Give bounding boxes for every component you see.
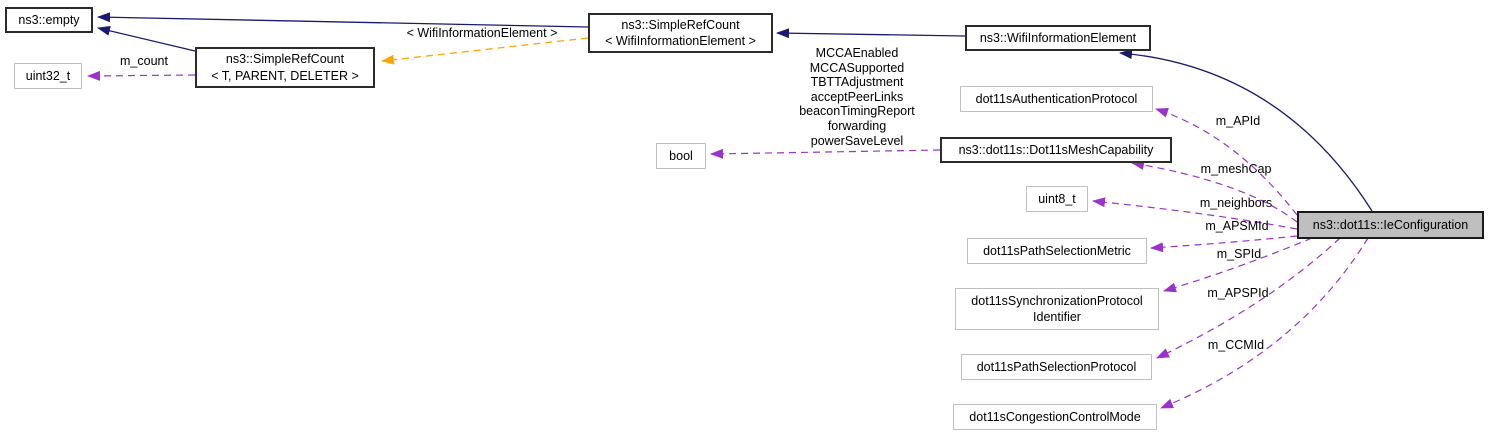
node-dot11s-path-selection-protocol: dot11sPathSelectionProtocol (961, 354, 1152, 380)
edge-simplerefcount-template-to-empty (97, 25, 196, 52)
node-simplerefcount-template[interactable]: ns3::SimpleRefCount < T, PARENT, DELETER… (195, 47, 375, 88)
node-dot11s-path-selection-metric: dot11sPathSelectionMetric (967, 238, 1147, 264)
edge-label-m-ccmid: m_CCMId (1207, 338, 1265, 352)
node-uint8-t: uint8_t (1026, 186, 1088, 212)
node-bool: bool (656, 143, 706, 169)
node-dot11s-mesh-capability[interactable]: ns3::dot11s::Dot11sMeshCapability (940, 137, 1172, 163)
edge-m-ccmid (1160, 237, 1369, 409)
edge-label-m-count: m_count (120, 54, 168, 68)
node-ie-configuration: ns3::dot11s::IeConfiguration (1297, 211, 1484, 239)
edge-m-apid (1155, 108, 1298, 216)
node-dot11s-congestion-control-mode: dot11sCongestionControlMode (953, 404, 1157, 430)
edge-simplerefcount-wie-to-empty (97, 12, 589, 28)
edge-label-m-apid: m_APId (1215, 114, 1261, 128)
edge-wifiinformationelement-to-simplerefcount-wie (776, 28, 966, 39)
node-uint32-t: uint32_t (14, 63, 82, 89)
node-ns3-empty[interactable]: ns3::empty (5, 7, 93, 33)
node-dot11s-authentication-protocol: dot11sAuthenticationProtocol (960, 86, 1153, 112)
edge-label-mesh-capability-members: MCCAEnabled MCCASupported TBTTAdjustment… (799, 46, 915, 148)
edge-ieconfiguration-to-wifiinformationelement (1119, 49, 1373, 212)
edge-m-meshcap (1131, 160, 1298, 223)
edge-m-spid (1163, 237, 1313, 293)
edge-m-apsmid (1150, 235, 1298, 253)
node-dot11s-synchronization-protocol-identifier: dot11sSynchronizationProtocol Identifier (955, 288, 1159, 330)
edge-label-m-neighbors: m_neighbors (1199, 196, 1273, 210)
edge-label-m-spid: m_SPId (1216, 247, 1262, 261)
edge-meshcapability-to-bool (710, 148, 941, 159)
node-ns3-wifiinformationelement[interactable]: ns3::WifiInformationElement (965, 25, 1151, 51)
node-simplerefcount-wifiinformationelement[interactable]: ns3::SimpleRefCount < WifiInformationEle… (588, 13, 773, 53)
edge-simplerefcount-wie-to-template (381, 37, 589, 65)
edge-label-m-apsmid: m_APSMId (1205, 219, 1269, 233)
edge-label-template-arg: < WifiInformationElement > (406, 26, 558, 40)
edge-label-m-apspid: m_APSPId (1207, 286, 1269, 300)
edge-label-m-meshcap: m_meshCap (1200, 162, 1272, 176)
edge-m-count (87, 70, 196, 81)
edge-m-apspid (1156, 237, 1341, 359)
